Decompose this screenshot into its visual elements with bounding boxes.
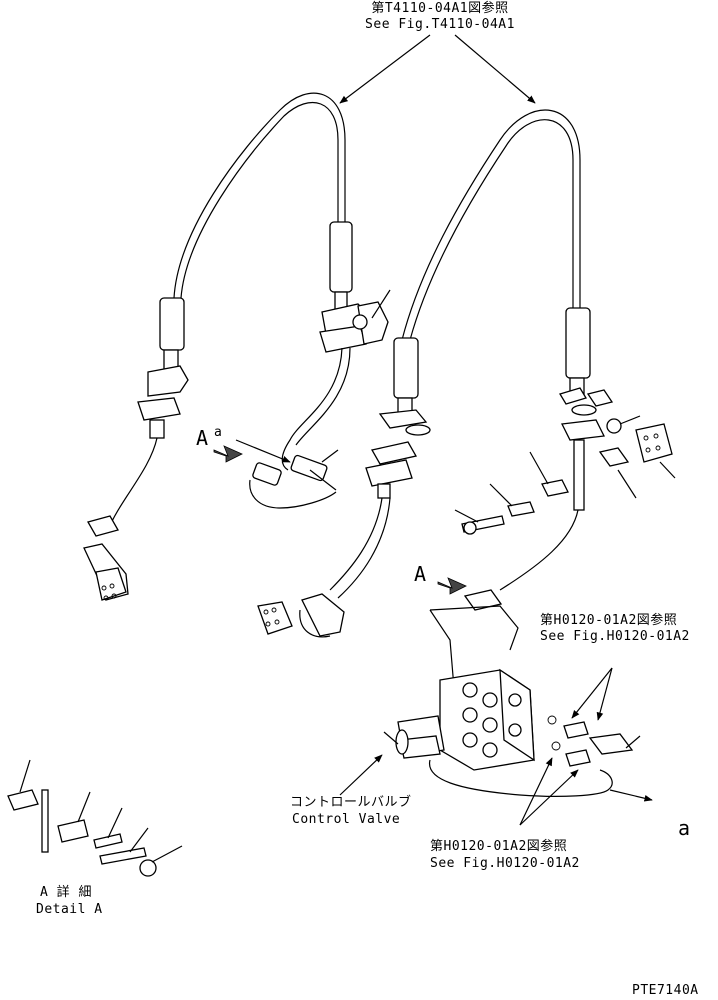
cable-4 xyxy=(454,307,676,591)
view-a-label-right: A xyxy=(414,562,427,586)
mark-a-right: a xyxy=(678,816,691,840)
view-a-arrows xyxy=(213,439,503,611)
detail-a-view xyxy=(7,759,183,877)
top-reference-en: See Fig.T4110-04A1 xyxy=(365,17,515,32)
detail-a-label-jp: A 詳 細 xyxy=(40,885,92,900)
right-upper-reference-en: See Fig.H0120-01A2 xyxy=(540,629,690,644)
control-valve xyxy=(395,605,653,802)
valve-fittings xyxy=(339,667,641,826)
view-a-label-left: A xyxy=(196,426,209,450)
cable-2 xyxy=(249,221,391,509)
right-lower-reference-jp: 第H0120-01A2図参照 xyxy=(430,839,568,854)
top-reference-leaders xyxy=(339,34,536,104)
top-reference-jp: 第T4110-04A1図参照 xyxy=(371,1,509,16)
drawing-code: PTE7140A xyxy=(632,983,699,998)
right-upper-reference-jp: 第H0120-01A2図参照 xyxy=(540,613,678,628)
cable-1 xyxy=(83,92,346,601)
right-lower-reference-en: See Fig.H0120-01A2 xyxy=(430,856,580,871)
control-valve-label-jp: コントロールバルブ xyxy=(290,795,412,810)
mark-a-left: a xyxy=(214,425,223,440)
detail-a-label-en: Detail A xyxy=(36,902,103,917)
cable-3 xyxy=(257,109,581,638)
control-valve-label-en: Control Valve xyxy=(292,812,401,827)
